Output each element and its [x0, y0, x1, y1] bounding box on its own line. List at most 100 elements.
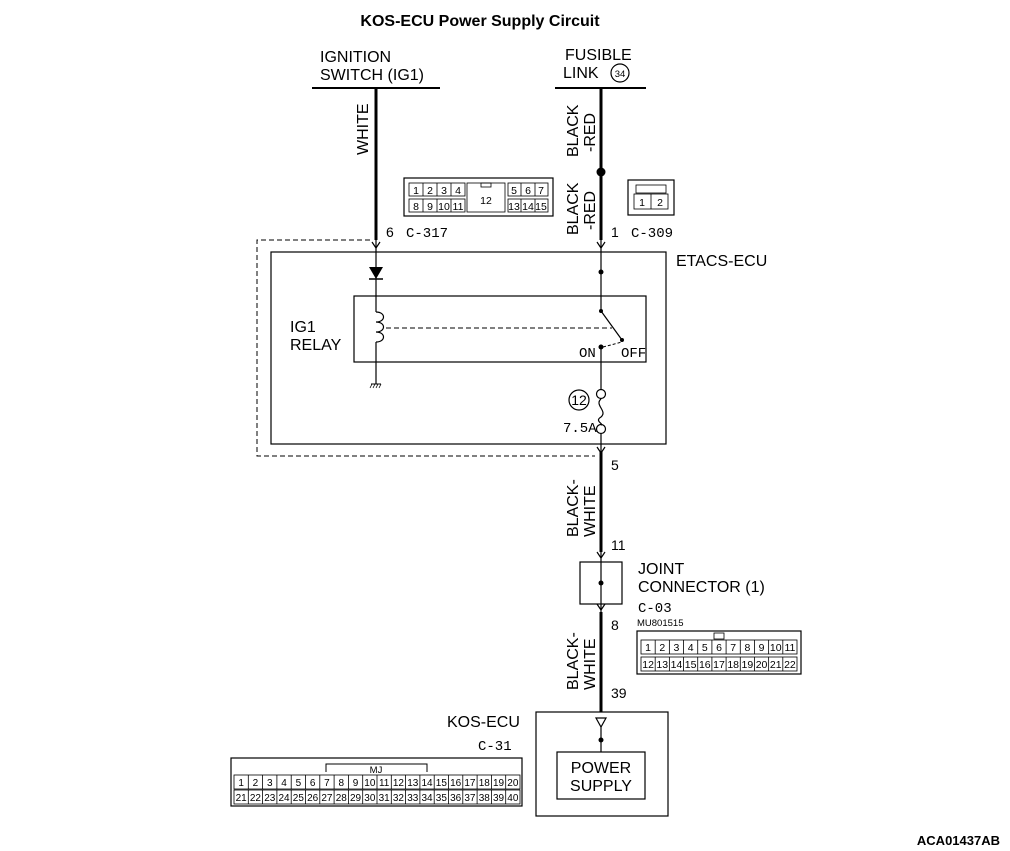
fuse-rating: 7.5A — [563, 421, 597, 437]
c31-cell: 24 — [278, 793, 290, 804]
c309-cell: 1 — [639, 197, 645, 209]
c31-cell: 32 — [393, 793, 405, 804]
c31-cell: 4 — [281, 778, 287, 789]
etacs-output-pin: 5 — [611, 457, 619, 473]
c03-cell: 1 — [645, 642, 651, 654]
c31-cell: 25 — [293, 793, 305, 804]
c03-cell: 13 — [656, 659, 668, 671]
black-white-label-upper-1: BLACK- — [565, 479, 582, 537]
c31-cell: 16 — [450, 778, 462, 789]
black-red-label-upper-1: BLACK — [565, 104, 582, 157]
c03-cell: 5 — [702, 642, 708, 654]
ignition-terminal-arrow — [371, 241, 381, 250]
c03-cell: 7 — [730, 642, 736, 654]
c31-cell: 21 — [236, 793, 248, 804]
diagram-title: KOS-ECU Power Supply Circuit — [360, 13, 600, 30]
power-supply-label-2: SUPPLY — [570, 778, 632, 795]
c31-cell: 17 — [464, 778, 476, 789]
c31-cell: 37 — [464, 793, 476, 804]
etacs-dashed-outline — [256, 239, 595, 457]
c31-cell: 33 — [407, 793, 419, 804]
c317-cell: 5 — [511, 185, 517, 197]
c317-cell: 11 — [453, 201, 464, 213]
c317-cell: 2 — [427, 185, 433, 197]
c03-cell: 19 — [742, 659, 754, 671]
splice-dot — [596, 167, 606, 177]
etacs-output-arrow — [596, 446, 606, 455]
relay-label-1: IG1 — [290, 319, 316, 336]
c03-cell: 20 — [756, 659, 768, 671]
kos-input-terminal-icon — [594, 717, 608, 729]
c31-cell: 5 — [296, 778, 302, 789]
c317-cell: 14 — [522, 201, 534, 213]
c317-cell: 8 — [413, 201, 419, 213]
joint-pin-in: 11 — [611, 537, 626, 553]
relay-label-2: RELAY — [290, 337, 342, 354]
black-red-label-upper-2: -RED — [582, 113, 599, 152]
c317-cell: 4 — [455, 185, 461, 197]
relay-box — [353, 295, 647, 363]
c03-cell: 21 — [770, 659, 782, 671]
c31-cell: 22 — [250, 793, 262, 804]
c31-cell: 6 — [310, 778, 316, 789]
c31-cell: 7 — [324, 778, 330, 789]
c31-cell: 19 — [493, 778, 505, 789]
c31-cell: 1 — [238, 778, 244, 789]
c31-cell: 13 — [407, 778, 419, 789]
etacs-input-dot — [598, 269, 604, 275]
ignition-pin: 6 — [386, 224, 394, 240]
switch-off-label: OFF — [621, 346, 646, 362]
black-white-label-lower-2: WHITE — [582, 638, 599, 690]
c31-cell: 34 — [421, 793, 433, 804]
c317-cell: 6 — [525, 185, 531, 197]
white-wire-label: WHITE — [355, 103, 372, 155]
switch-arm — [600, 310, 623, 341]
ignition-label-1: IGNITION — [320, 49, 391, 66]
c31-cell: 9 — [353, 778, 359, 789]
fuse-terminal-bottom — [595, 423, 607, 435]
black-red-label-lower-2: -RED — [582, 191, 599, 230]
black-white-label-lower-1: BLACK- — [565, 632, 582, 690]
power-supply-box — [556, 751, 646, 800]
joint-dot — [598, 580, 604, 586]
c31-cell: 26 — [307, 793, 319, 804]
c31-cell: 40 — [507, 793, 519, 804]
kos-ecu-box — [535, 711, 669, 817]
c03-cell: 2 — [659, 642, 665, 654]
joint-part-number: MU801515 — [637, 618, 683, 629]
switch-contact-on-dot — [598, 344, 604, 350]
ignition-label-2: SWITCH (IG1) — [320, 67, 424, 84]
c03-cell: 22 — [784, 659, 796, 671]
switch-on-label: ON — [579, 346, 596, 362]
c317-cell: 3 — [441, 185, 447, 197]
c31-cell: 31 — [379, 793, 391, 804]
c03-cell: 10 — [770, 642, 782, 654]
fusible-number-circle — [610, 63, 630, 83]
c31-cell: 8 — [338, 778, 344, 789]
etacs-ecu-box — [270, 251, 667, 445]
fusible-pin: 1 — [611, 224, 619, 240]
black-red-label-lower-1: BLACK — [565, 182, 582, 235]
c03-cell: 9 — [759, 642, 765, 654]
c03-cell: 17 — [713, 659, 725, 671]
c31-cell: 10 — [364, 778, 376, 789]
c317-cell: 15 — [535, 201, 547, 213]
c03-cell: 12 — [642, 659, 654, 671]
kos-connector-code: C-31 — [478, 739, 512, 755]
c03-cell: 6 — [716, 642, 722, 654]
relay-coil-icon — [375, 311, 385, 343]
switch-contact-off-dot — [620, 338, 624, 342]
fuse-terminal-top — [595, 388, 607, 400]
connector-c317: 1 2 3 4 12 5 6 7 8 9 10 11 13 14 15 — [403, 177, 554, 217]
c03-cell: 18 — [727, 659, 739, 671]
c31-cell: 12 — [393, 778, 405, 789]
connector-c309: 1 2 — [627, 179, 675, 216]
c31-cell: 35 — [436, 793, 448, 804]
black-white-label-upper-2: WHITE — [582, 485, 599, 537]
c31-cell: 15 — [436, 778, 448, 789]
fusible-terminal-arrow — [596, 241, 606, 250]
c31-cell: 14 — [421, 778, 433, 789]
ignition-connector: C-317 — [406, 226, 448, 242]
